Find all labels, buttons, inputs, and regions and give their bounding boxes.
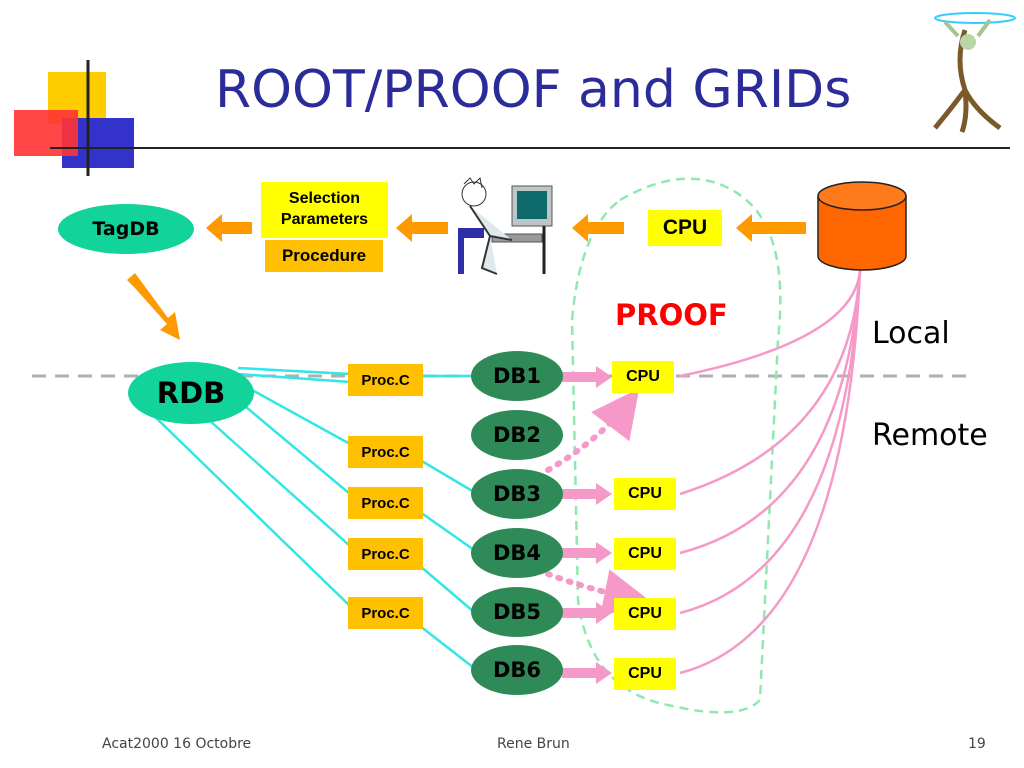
cpu-box-db4: CPU [614, 538, 676, 570]
slide-title: ROOT/PROOF and GRIDs [215, 60, 852, 120]
db-node-6: DB6 [471, 645, 563, 695]
cpu-box-db3: CPU [614, 478, 676, 510]
storage-cylinder-icon [817, 181, 907, 271]
zone-local-label: Local [872, 316, 950, 351]
rdb-node: RDB [128, 362, 254, 424]
rdb-links [149, 366, 475, 669]
root-mascot [933, 12, 1016, 133]
db-node-2: DB2 [471, 410, 563, 460]
db-cpu-arrows [562, 366, 612, 684]
logo-decoration [14, 60, 1010, 176]
proc-c-box-5: Proc.C [348, 597, 423, 629]
top-cpu-box: CPU [648, 210, 722, 246]
footer-page-number: 19 [968, 736, 986, 752]
cpu-box-db1: CPU [612, 361, 674, 393]
user-workstation-illustration [458, 176, 553, 275]
proc-c-box-4: Proc.C [348, 538, 423, 570]
proof-label: PROOF [615, 298, 728, 332]
db-node-4: DB4 [471, 528, 563, 578]
selection-parameters-box: Selection Parameters [261, 182, 388, 238]
procedure-box: Procedure [265, 240, 383, 272]
db-node-1: DB1 [471, 351, 563, 401]
cpu-box-db6: CPU [614, 658, 676, 690]
tagdb-node: TagDB [58, 204, 194, 254]
proc-c-box-1: Proc.C [348, 364, 423, 396]
cpu-box-db5: CPU [614, 598, 676, 630]
footer-center: Rene Brun [497, 736, 570, 752]
db-node-3: DB3 [471, 469, 563, 519]
zone-remote-label: Remote [872, 418, 988, 453]
db-node-5: DB5 [471, 587, 563, 637]
proof-boundary [570, 177, 782, 714]
proc-c-box-2: Proc.C [348, 436, 423, 468]
footer-left: Acat2000 16 Octobre [102, 736, 252, 752]
storage-links [679, 269, 862, 675]
proc-c-box-3: Proc.C [348, 487, 423, 519]
dotted-transfers [545, 388, 652, 617]
top-flow-arrows [127, 214, 806, 340]
